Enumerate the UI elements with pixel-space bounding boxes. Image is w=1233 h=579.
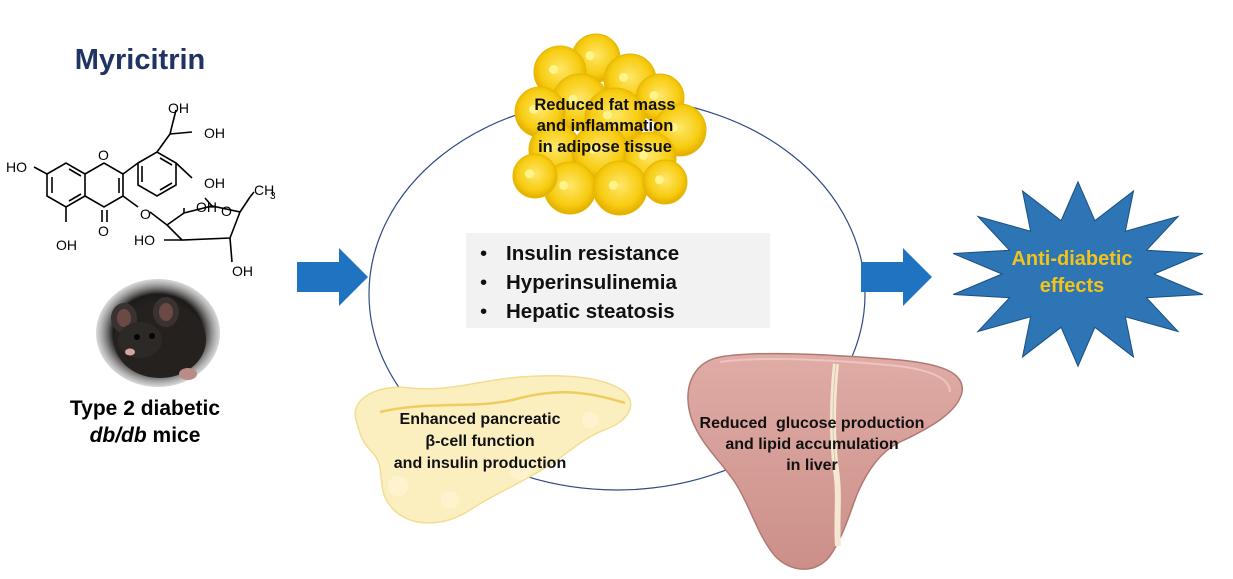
effect-item-hepatic-steatosis: • Hepatic steatosis <box>480 297 770 326</box>
adipose-tissue-image <box>512 33 707 216</box>
starburst-shape <box>953 180 1203 368</box>
oh-label: OH <box>196 199 217 215</box>
fat-cell-nucleus <box>588 144 598 154</box>
compound-title: Myricitrin <box>74 44 206 76</box>
fat-cell-nucleus <box>669 122 678 132</box>
mice-label-line2: db/db mice <box>30 422 260 449</box>
oh-label: OH <box>168 100 189 116</box>
db-db-italic: db/db <box>89 424 147 447</box>
o-label: O <box>221 203 232 219</box>
fat-cell-nucleus <box>529 105 539 114</box>
fat-cell-nucleus <box>568 94 578 104</box>
liver-line: Reduced glucose production <box>699 415 925 432</box>
ch3-subscript: 3 <box>270 191 276 202</box>
db-db-mouse-image <box>96 279 220 387</box>
effects-box: • Insulin resistance • Hyperinsulinemia • H… <box>466 233 770 328</box>
fat-cell-nucleus <box>608 180 618 190</box>
oh-label: OH <box>56 237 77 253</box>
mice-label: Type 2 diabetic db/db mice <box>30 395 260 449</box>
adipose-line: and inflammation <box>536 117 674 135</box>
oh-label: OH <box>204 175 225 191</box>
oh-label: OH <box>232 263 253 279</box>
anti-diabetic-outcome-label: Anti-diabetic effects <box>972 246 1172 300</box>
adipose-line: Reduced fat mass <box>534 96 676 114</box>
adipose-effect-label: Reduced fat mass and inflammation in adi… <box>500 95 710 158</box>
effects-list: • Insulin resistance • Hyperinsulinemia • H… <box>466 233 770 326</box>
fat-cell-nucleus <box>559 180 568 190</box>
fat-cell-nucleus <box>585 51 595 61</box>
structure-labels: OH OH OH HO CH 3 OH O O O O HO OH OH <box>6 100 276 279</box>
liver-line: in liver <box>786 457 838 474</box>
pancreas-image <box>354 375 632 524</box>
right-arrow-icon <box>297 248 368 306</box>
effect-label: Hyperinsulinemia <box>506 271 677 294</box>
effect-label: Hepatic steatosis <box>506 300 675 323</box>
o-label: O <box>98 223 109 239</box>
fat-cell-nucleus <box>639 150 648 160</box>
pancreas-effect-label: Enhanced pancreatic β-cell function and … <box>345 409 615 475</box>
mice-label-line1: Type 2 diabetic <box>69 397 221 420</box>
fat-cell-nucleus <box>649 91 659 101</box>
outcome-line: effects <box>1039 275 1105 297</box>
ho-label: HO <box>6 159 27 175</box>
fat-cell-nucleus <box>525 169 534 179</box>
o-label: O <box>140 206 151 222</box>
fat-cell-nucleus <box>619 72 628 82</box>
fat-cell <box>512 153 558 199</box>
fat-cell <box>592 160 648 216</box>
bullet: • <box>480 271 488 294</box>
o-label: O <box>98 147 109 163</box>
myricitrin-structure <box>33 109 255 263</box>
oh-label: OH <box>204 125 225 141</box>
adipose-line: in adipose tissue <box>538 138 672 156</box>
liver-line: and lipid accumulation <box>725 436 899 453</box>
mice-label-rest: mice <box>146 424 201 447</box>
fat-cell-nucleus <box>603 110 612 120</box>
effect-item-hyperinsulinemia: • Hyperinsulinemia <box>480 268 770 297</box>
fat-cell-nucleus <box>655 175 664 185</box>
fat-cell-nucleus <box>549 64 558 74</box>
fat-cell <box>642 159 688 205</box>
outcome-line: Anti-diabetic <box>1011 248 1133 270</box>
bullet: • <box>480 242 488 265</box>
liver-image <box>687 352 963 570</box>
pancreas-line: Enhanced pancreatic <box>399 411 561 428</box>
effect-item-insulin-resistance: • Insulin resistance <box>480 239 770 268</box>
effect-label: Insulin resistance <box>506 242 680 265</box>
pancreas-line: β-cell function <box>425 433 535 450</box>
pancreas-line: and insulin production <box>393 455 567 472</box>
ho-label: HO <box>134 232 155 248</box>
bullet: • <box>480 300 488 323</box>
fat-cell-nucleus <box>544 142 553 152</box>
right-arrow-icon <box>861 248 932 306</box>
liver-effect-label: Reduced glucose production and lipid acc… <box>672 413 952 476</box>
ch3-label: CH <box>254 182 274 198</box>
